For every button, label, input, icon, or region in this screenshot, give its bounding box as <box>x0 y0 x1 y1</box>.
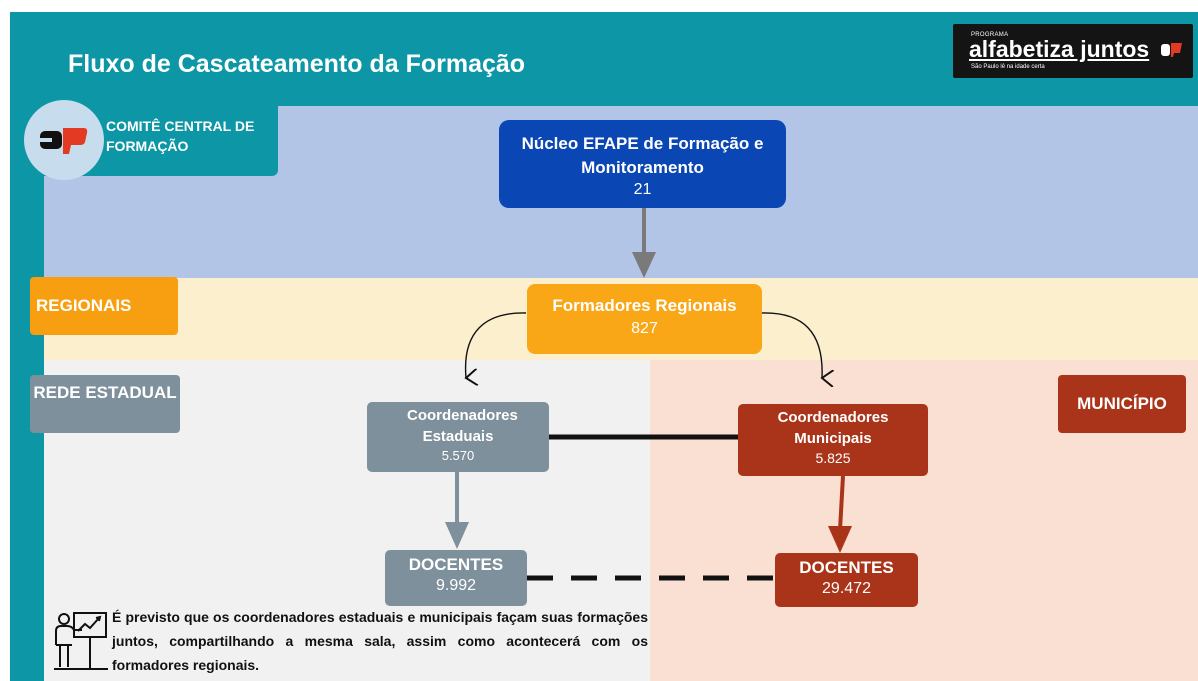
node-formadores-title: Formadores Regionais <box>552 296 737 315</box>
node-docentes-municipal: DOCENTES 29.472 <box>775 553 918 607</box>
regionais-label: REGIONAIS <box>30 277 178 335</box>
comite-logo-circle <box>24 100 104 180</box>
node-formadores-regionais: Formadores Regionais 827 <box>527 284 762 354</box>
node-docentes-estadual-value: 9.992 <box>435 577 477 594</box>
arrow-nucleo-to-formadores <box>632 208 656 278</box>
node-coord-estaduais-value: 5.570 <box>441 448 475 463</box>
node-docentes-municipal-title: DOCENTES <box>799 558 894 577</box>
node-docentes-municipal-value: 29.472 <box>822 580 871 597</box>
municipio-label: MUNICÍPIO <box>1058 375 1186 433</box>
teacher-board-icon <box>54 612 108 670</box>
node-coord-estaduais-title: Coordenadores Estaduais <box>407 407 518 445</box>
logo-program-label: PROGRAMA <box>971 32 1009 38</box>
node-coordenadores-municipais: Coordenadores Municipais 5.825 <box>738 404 928 476</box>
node-nucleo-efape: Núcleo EFAPE de Formação e Monitoramento… <box>499 120 786 208</box>
node-coord-municipais-title: Coordenadores Municipais <box>777 409 889 447</box>
sp-logo-icon <box>40 128 88 154</box>
program-logo: PROGRAMA alfabetiza juntos São Paulo lê … <box>953 24 1193 78</box>
node-coord-municipais-value: 5.825 <box>815 450 851 466</box>
comite-label: COMITÊ CENTRAL DE FORMAÇÃO <box>106 118 255 154</box>
arrow-formadores-to-coord-municipais <box>761 312 822 378</box>
node-formadores-value: 827 <box>631 320 658 337</box>
node-docentes-estadual: DOCENTES 9.992 <box>385 550 527 606</box>
node-coordenadores-estaduais: Coordenadores Estaduais 5.570 <box>367 402 549 472</box>
node-docentes-estadual-title: DOCENTES <box>408 555 504 574</box>
arrow-coord-municipais-to-docentes <box>828 475 852 553</box>
arrow-formadores-to-coord-estaduais <box>466 312 527 378</box>
node-nucleo-title: Núcleo EFAPE de Formação e Monitoramento <box>521 134 764 177</box>
node-nucleo-value: 21 <box>633 181 652 198</box>
page-title: Fluxo de Cascateamento da Formação <box>68 50 526 78</box>
sp-mark-icon <box>1161 43 1182 57</box>
rede-estadual-label: REDE ESTADUAL <box>30 375 180 433</box>
logo-brand: alfabetiza juntos <box>969 36 1150 62</box>
arrow-coord-estaduais-to-docentes <box>445 472 469 549</box>
logo-tagline: São Paulo lê na idade certa <box>971 64 1045 70</box>
note-text: É previsto que os coordenadores estaduai… <box>112 609 648 673</box>
